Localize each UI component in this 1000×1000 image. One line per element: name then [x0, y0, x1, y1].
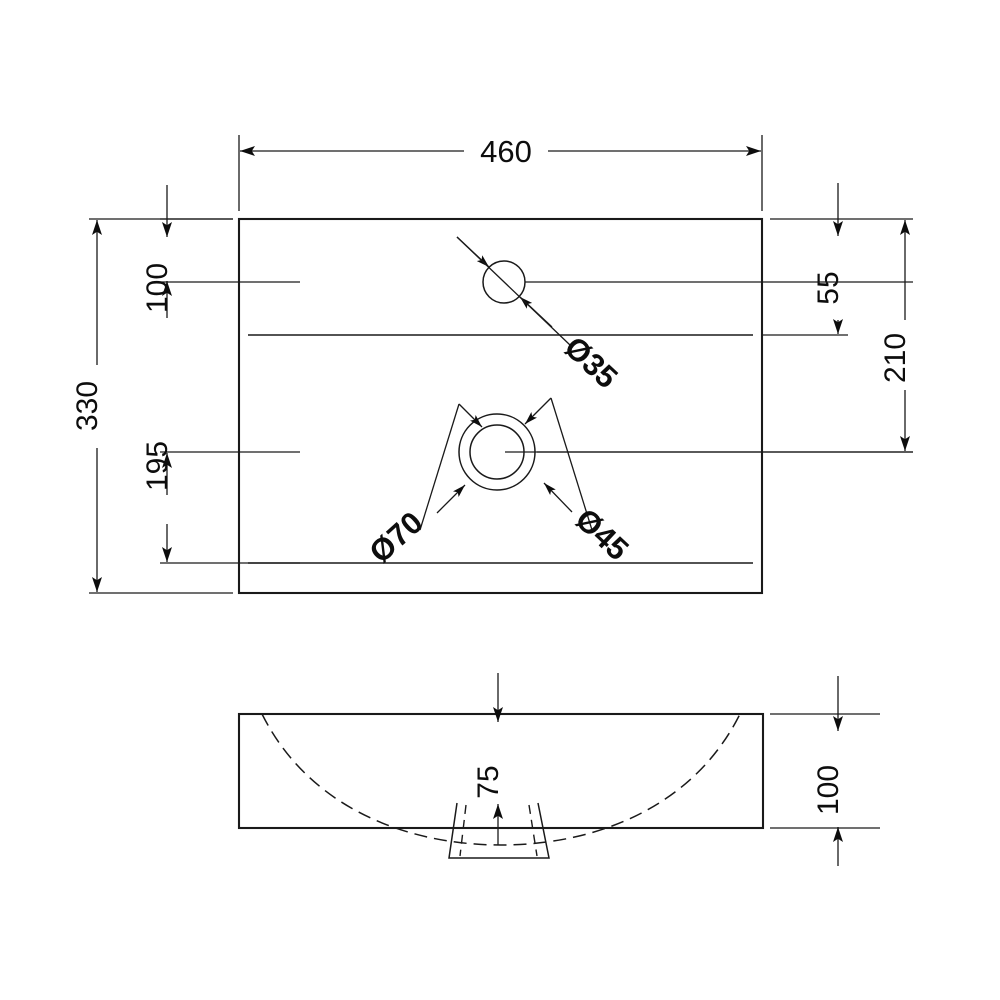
dia70-leader-line: [419, 403, 460, 531]
dim-label-100-section: 100: [812, 765, 845, 815]
dim-width-460: 460: [238, 134, 763, 211]
bowl-profile-hidden-line: [261, 713, 741, 846]
dim-label-330: 330: [71, 381, 104, 431]
plan-outline: [237, 217, 764, 595]
plan-view-geometry: [237, 217, 764, 595]
dia70-arrow-upper: [458, 403, 483, 428]
dim-100-section-height: 100: [770, 676, 880, 866]
leader-dia-35: Ø35: [456, 236, 625, 396]
leader-dia-70: Ø70: [362, 403, 483, 570]
dia45-arrow-lower: [543, 482, 573, 513]
dia35-leader-line: [456, 236, 571, 346]
drain-boss-outline: [448, 802, 550, 859]
dia-label-45: Ø45: [569, 502, 636, 568]
dia-label-35: Ø35: [558, 330, 625, 396]
dim-label-75: 75: [472, 765, 505, 798]
dim-75-bowl-depth: 75: [472, 673, 505, 845]
dia45-leader-line: [550, 397, 593, 531]
dim-55: 55: [762, 183, 913, 336]
drain-boss-inner-wall-left: [459, 804, 467, 857]
drain-boss-inner-wall-right: [528, 804, 538, 857]
dia-label-70: Ø70: [362, 505, 429, 570]
dim-100-tap-hole: 100: [141, 185, 300, 318]
dim-label-460: 460: [480, 134, 532, 169]
dim-195-drain: 195: [141, 441, 300, 564]
dim-label-100-top: 100: [141, 263, 174, 313]
dim-label-210: 210: [879, 333, 912, 383]
dim-210: 210: [505, 220, 913, 453]
dim-label-55: 55: [812, 271, 845, 304]
dim-label-195: 195: [141, 441, 174, 491]
dim-depth-330: 330: [71, 218, 233, 594]
leader-dia-45: Ø45: [524, 397, 636, 568]
dia45-arrow-upper: [524, 397, 552, 425]
dia70-arrow-lower: [436, 484, 466, 514]
